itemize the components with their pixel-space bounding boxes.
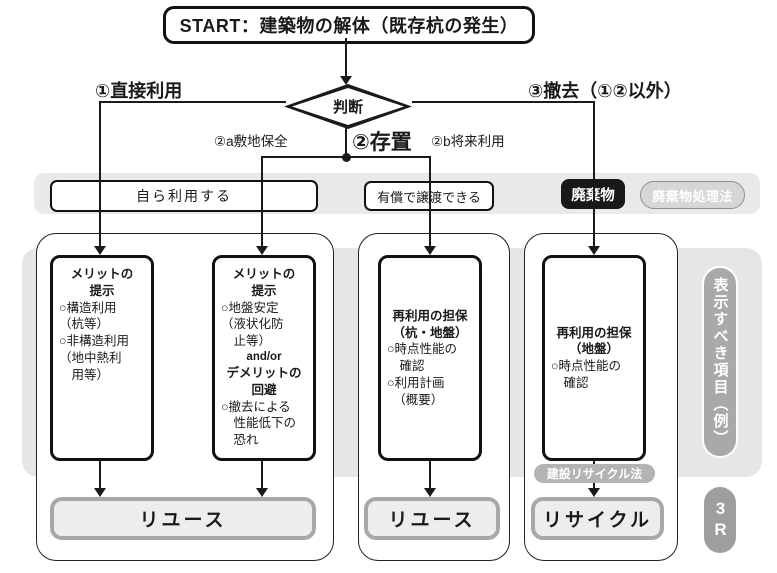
connector-to-reuse2 (429, 460, 431, 489)
detail-box-line: 提示 (251, 283, 277, 298)
detail-box-merit-structural: メリットの提示 ○構造利用 （杭等） ○非構造利用 （地中熱利 用等） (50, 255, 154, 461)
connector-to-reuse1-left (99, 460, 101, 489)
outcome-reuse-1-label: リユース (139, 510, 227, 531)
branch-label-retain-b: ②b将来利用 (431, 134, 505, 149)
detail-box-line: メリットの (232, 267, 296, 281)
waste-law-label: 廃棄物処理法 (651, 188, 733, 204)
detail-box-line: 提示 (89, 283, 115, 298)
connector-column4-vertical (593, 101, 595, 247)
connector-left-horizontal (100, 101, 286, 103)
outcome-recycle-label: リサイクル (542, 510, 653, 531)
detail-box-line: 性能低下の (221, 416, 297, 431)
connector-decision-down (345, 128, 347, 158)
self-use-label: 自ら利用する (136, 188, 232, 204)
waste-law-pill: 廃棄物処理法 (640, 181, 745, 209)
connector-split-horizontal (262, 156, 431, 158)
outcome-reuse-2: リユース (364, 497, 500, 540)
detail-box-line: （杭等） (59, 317, 110, 332)
arrow-down-icon (588, 246, 600, 255)
detail-box-line: （概要） (387, 392, 444, 407)
arrow-down-icon (424, 246, 436, 255)
arrow-down-icon (424, 488, 436, 497)
arrow-down-icon (256, 488, 268, 497)
branch-label-retain: ②存置 (352, 131, 412, 154)
detail-box-line: ○撤去による (221, 399, 291, 414)
decision-node: 判断 (284, 84, 412, 129)
detail-box-line: 用等） (59, 367, 110, 382)
branch-label-removal: ③撤去（①②以外） (528, 81, 682, 101)
connector-column1-vertical (99, 101, 101, 247)
detail-box-line: 確認 (551, 375, 589, 390)
three-r-label: 3R (711, 499, 730, 541)
detail-box-line: デメリットの (226, 366, 302, 381)
detail-box-line: ○時点性能の (387, 342, 458, 357)
outcome-reuse-1: リユース (50, 497, 316, 540)
three-r-badge: 3R (704, 487, 736, 553)
detail-box-merit-ground: メリットの提示 ○地盤安定 （液状化防 止等） and/or デメリットの回避 ○撤去によ… (212, 255, 316, 461)
start-node: START：建築物の解体（既存杭の発生） (163, 6, 535, 44)
detail-box-line: 再利用の担保 (392, 308, 468, 323)
detail-box-line: （杭・地盤） (392, 325, 468, 340)
detail-box-line: （地盤） (568, 342, 619, 357)
detail-box-line: （地中熱利 (59, 350, 122, 365)
branch-label-direct-use: ①直接利用 (95, 81, 183, 101)
detail-box-reuse-security-pile-ground: 再利用の担保 （杭・地盤） ○時点性能の 確認 ○利用計画 （概要） (378, 255, 482, 461)
detail-box-line: 恐れ (221, 433, 259, 448)
connector-start-to-decision (345, 38, 347, 78)
detail-box-line: ○構造利用 (59, 300, 117, 315)
self-use-box: 自ら利用する (50, 180, 318, 212)
arrow-down-icon (588, 488, 600, 497)
display-items-pill: 表示すべき項目（例） (702, 266, 738, 458)
branch-label-retain-a: ②a敷地保全 (214, 134, 288, 149)
detail-box-line: 回避 (251, 382, 277, 397)
detail-box-reuse-security-ground: 再利用の担保 （地盤） ○時点性能の 確認 (542, 255, 646, 461)
display-items-label: 表示すべき項目（例） (711, 277, 729, 447)
arrow-down-icon (94, 488, 106, 497)
outcome-reuse-2-label: リユース (388, 510, 476, 531)
start-node-label: START：建築物の解体（既存杭の発生） (179, 16, 519, 36)
detail-box-line: ○非構造利用 (59, 334, 130, 348)
detail-box-line: ○地盤安定 (221, 300, 279, 315)
detail-box-line: and/or (246, 350, 282, 363)
outcome-recycle: リサイクル (531, 497, 664, 540)
connector-to-reuse1-right (261, 460, 263, 489)
decision-node-label: 判断 (292, 88, 404, 125)
arrow-down-icon (340, 76, 352, 85)
detail-box-line: メリットの (70, 267, 134, 281)
detail-box-line: 止等） (221, 334, 272, 348)
detail-box-line: 確認 (387, 359, 425, 373)
detail-box-line: ○時点性能の (551, 359, 622, 373)
connector-column2-vertical (261, 156, 263, 247)
detail-box-line: （液状化防 (221, 317, 284, 332)
connector-column3-vertical (429, 156, 431, 247)
connector-right-horizontal (412, 101, 594, 103)
construction-recycle-law-pill: 建設リサイクル法 (534, 464, 655, 483)
detail-box-line: 再利用の担保 (556, 325, 632, 340)
construction-recycle-law-label: 建設リサイクル法 (546, 467, 643, 481)
detail-box-line: ○利用計画 (387, 375, 445, 390)
arrow-down-icon (256, 246, 268, 255)
arrow-down-icon (94, 246, 106, 255)
